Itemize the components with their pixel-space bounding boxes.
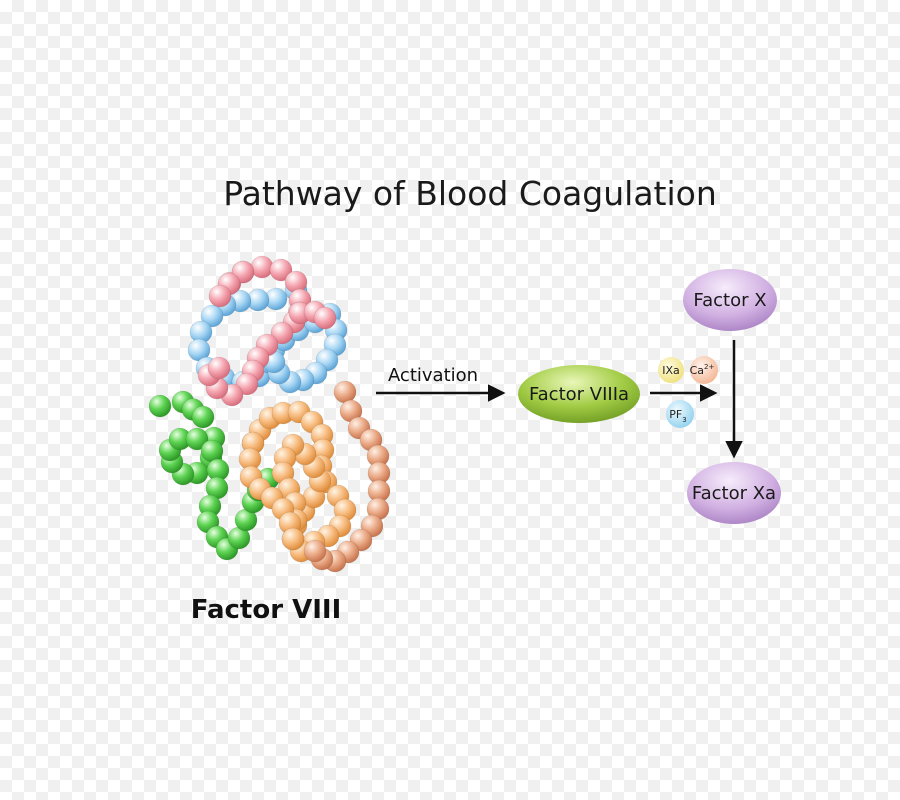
factor-x-label: Factor X	[693, 290, 766, 311]
pink-bead	[313, 306, 337, 330]
pink-bead	[270, 321, 294, 345]
factor-viii-protein-structure	[148, 255, 391, 573]
pf-subscript: 3	[682, 416, 686, 424]
pf3-cofactor: PF3	[666, 400, 694, 428]
pink-bead	[208, 284, 232, 308]
brown-bead	[303, 539, 327, 563]
green-bead	[200, 439, 224, 463]
svg-text:PF3: PF3	[669, 408, 686, 424]
blue-bead	[200, 304, 224, 328]
ca-cofactor: Ca2+	[690, 356, 718, 384]
ixa-label: IXa	[662, 364, 680, 377]
ca-label: Ca	[690, 364, 704, 377]
factor-viiia-node: Factor VIIIa	[518, 365, 640, 423]
factor-xa-label: Factor Xa	[692, 483, 776, 504]
activation-label: Activation	[388, 365, 478, 386]
factor-viiia-label: Factor VIIIa	[529, 384, 629, 405]
factor-xa-node: Factor Xa	[687, 462, 781, 524]
factor-x-node: Factor X	[683, 269, 777, 331]
green-bead	[148, 394, 172, 418]
orange-bead	[281, 527, 305, 551]
svg-text:Ca2+: Ca2+	[690, 363, 715, 377]
diagram-title: Pathway of Blood Coagulation	[223, 174, 717, 213]
pink-bead	[207, 356, 231, 380]
factor-viii-label: Factor VIII	[191, 595, 342, 625]
pink-bead	[269, 258, 293, 282]
pf-label: PF	[669, 408, 682, 421]
ixa-cofactor: IXa	[658, 357, 684, 383]
pink-bead	[250, 255, 274, 279]
brown-bead	[333, 380, 357, 404]
green-bead	[191, 405, 215, 429]
green-bead	[185, 427, 209, 451]
ca-superscript: 2+	[704, 363, 714, 371]
